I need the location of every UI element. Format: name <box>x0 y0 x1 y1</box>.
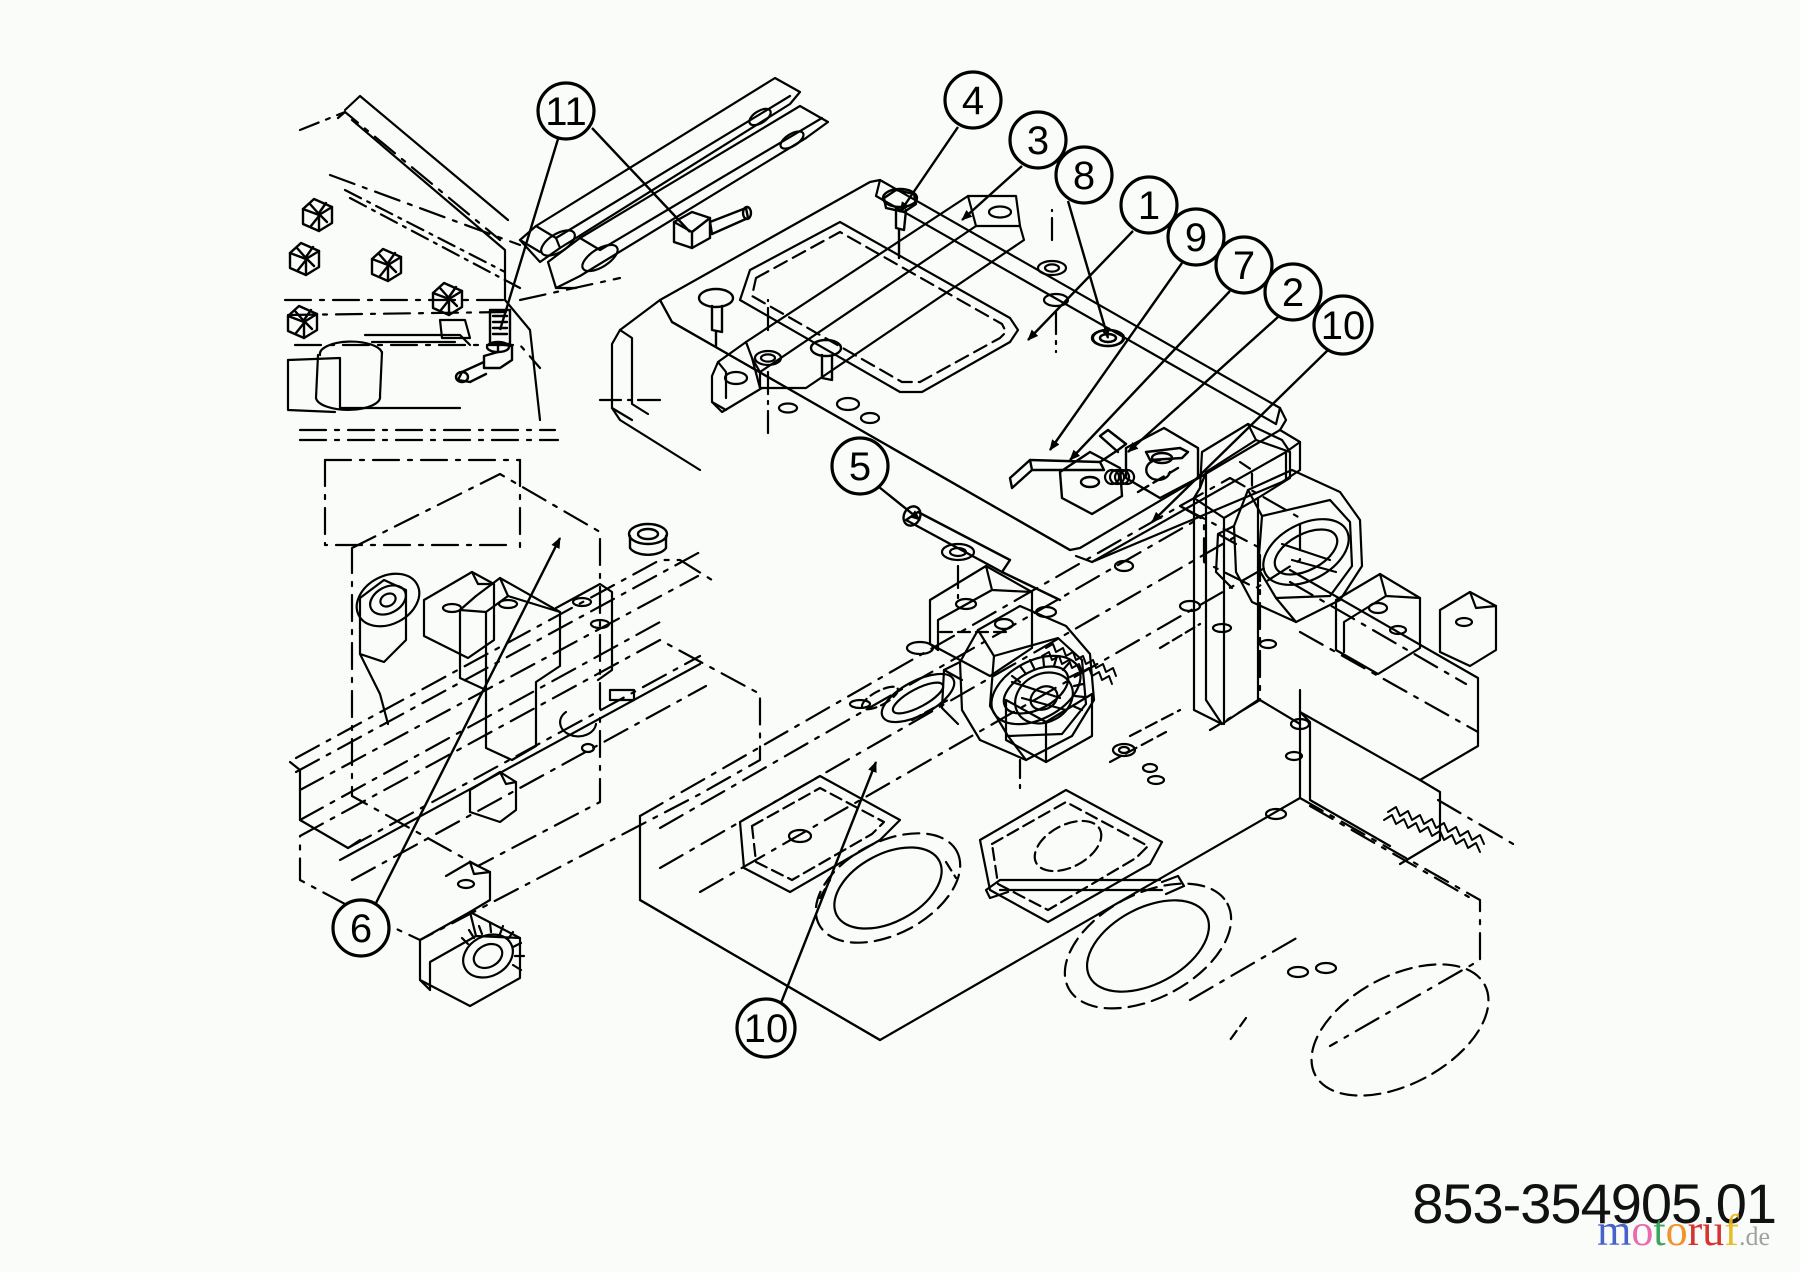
main-deck-plate <box>598 178 1302 602</box>
callout-circle-11 <box>536 81 596 141</box>
left-chassis-phantom <box>286 318 560 550</box>
lower-frame-rails <box>288 550 762 1008</box>
callout-label-5: 5 <box>849 445 871 489</box>
callout-leader-11 <box>591 127 691 233</box>
callout-leader-10 <box>779 761 878 1004</box>
watermark-letter-1: o <box>1631 1206 1654 1255</box>
callout-label-6: 6 <box>350 907 372 951</box>
callout-leader-9 <box>1049 262 1183 451</box>
callout-label-10b: 10 <box>744 1007 789 1051</box>
assembly-artwork <box>283 76 1522 1097</box>
watermark-letter-3: o <box>1665 1206 1688 1255</box>
callout-circle-4 <box>943 70 1003 130</box>
part-6-grommet <box>627 522 669 556</box>
callout-leader-6 <box>374 537 562 904</box>
right-lower-edges <box>1188 796 1490 1097</box>
callout-bubble-10[interactable]: 10 <box>1312 294 1374 356</box>
watermark-letter-4: r <box>1687 1206 1703 1255</box>
callout-bubble-6[interactable]: 6 <box>331 898 391 958</box>
part-4-push-rivet <box>881 187 919 264</box>
callout-circle-10b <box>735 997 797 1059</box>
callout-label-11: 11 <box>545 90 587 134</box>
watermark: motoruf.de <box>1597 1205 1770 1256</box>
callout-leader-10 <box>1151 349 1329 523</box>
callout-circle-2 <box>1263 262 1323 322</box>
callout-label-7: 7 <box>1233 244 1255 288</box>
sector-gear <box>1004 654 1094 764</box>
callout-bubble-11[interactable]: 11 <box>536 81 596 141</box>
latch-spring-assembly <box>1008 426 1200 516</box>
callout-circle-6 <box>331 898 391 958</box>
right-frame-rail <box>1178 476 1522 866</box>
callout-label-4: 4 <box>962 79 984 123</box>
callout-bubble-10b[interactable]: 10 <box>735 997 797 1059</box>
part-3-square-tube <box>710 194 1026 414</box>
part-5-lift-rod <box>902 505 1062 602</box>
callout-circle-7 <box>1214 235 1274 295</box>
callout-leader-2 <box>1127 316 1279 453</box>
callout-bubble-2[interactable]: 2 <box>1263 262 1323 322</box>
callout-bubble-5[interactable]: 5 <box>830 436 890 496</box>
callout-label-10: 10 <box>1321 304 1366 348</box>
deck-slot-features <box>848 605 1058 724</box>
callout-circle-9 <box>1166 207 1226 267</box>
callout-circle-10 <box>1312 294 1374 356</box>
dimple-features <box>286 197 464 340</box>
callout-bubble-1[interactable]: 1 <box>1119 175 1179 235</box>
watermark-letter-5: u <box>1702 1206 1725 1255</box>
watermark-letter-0: m <box>1597 1206 1632 1255</box>
callout-leader-7 <box>1069 290 1231 461</box>
part-10-isolator-left <box>940 604 1096 792</box>
part-11-hex-bolt <box>672 205 753 250</box>
bottom-frame-plate <box>638 504 1338 1042</box>
upper-flat-bar-bracket <box>518 76 830 290</box>
callout-bubble-8[interactable]: 8 <box>1054 145 1114 205</box>
callout-bubble-9[interactable]: 9 <box>1166 207 1226 267</box>
callout-circle-5 <box>830 436 890 496</box>
center-coil-spring <box>1041 643 1117 685</box>
callout-label-2: 2 <box>1282 271 1304 315</box>
callout-label-9: 9 <box>1185 216 1207 260</box>
deck-rivet-left <box>697 287 735 350</box>
callout-circle-8 <box>1054 145 1114 205</box>
callout-circle-1 <box>1119 175 1179 235</box>
callout-leader-3 <box>961 165 1023 221</box>
left-chassis-box <box>350 472 636 868</box>
watermark-letter-2: t <box>1653 1206 1666 1255</box>
callout-leader-4 <box>899 126 959 213</box>
watermark-tld: .de <box>1738 1222 1770 1251</box>
callout-leader-1 <box>1027 230 1134 341</box>
callout-circle-3 <box>1008 110 1068 170</box>
callout-label-1: 1 <box>1138 184 1160 228</box>
misc-hardware <box>1113 559 1278 650</box>
callout-leader-5 <box>878 486 921 521</box>
callout-label-8: 8 <box>1073 154 1095 198</box>
part-2-riser-pedestal <box>1192 422 1292 726</box>
deck-rivet-right <box>809 338 843 382</box>
callout-bubble-4[interactable]: 4 <box>943 70 1003 130</box>
watermark-letter-6: f <box>1724 1206 1739 1255</box>
callout-label-3: 3 <box>1027 119 1049 163</box>
left-background-panel <box>283 94 622 422</box>
callout-bubble-3[interactable]: 3 <box>1008 110 1068 170</box>
part-11-clamp-stud <box>454 308 514 384</box>
callout-bubble-7[interactable]: 7 <box>1214 235 1274 295</box>
part-10-isolator-right <box>1214 468 1364 624</box>
part-number-label: 853-354905.01 <box>1412 1172 1777 1235</box>
callout-leader-11 <box>498 138 560 331</box>
callout-leader-8 <box>1066 200 1110 339</box>
